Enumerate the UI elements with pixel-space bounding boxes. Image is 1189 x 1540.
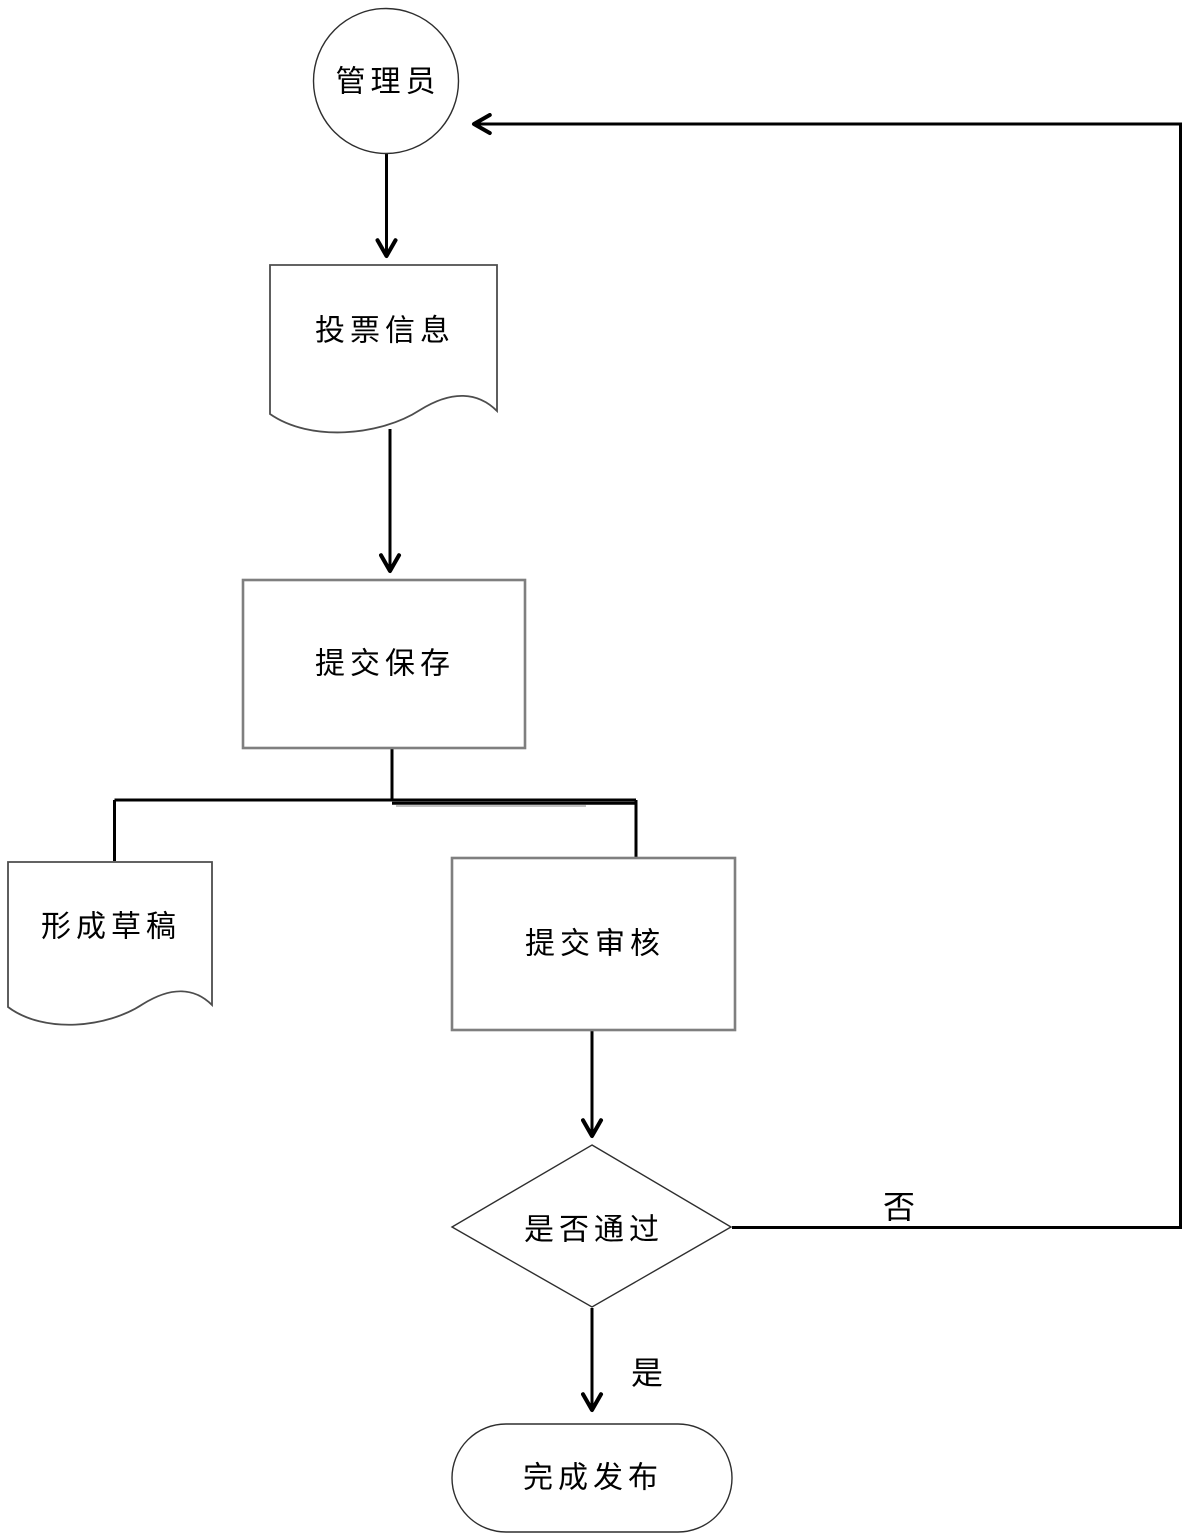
node-form-draft: 形成草稿 bbox=[7, 861, 213, 1026]
edge-label-no: 否 bbox=[883, 1189, 915, 1225]
node-submit-review: 提交审核 bbox=[450, 856, 737, 1032]
publish-complete-terminator-shape bbox=[451, 1423, 733, 1533]
form-draft-document-shape bbox=[7, 861, 213, 1026]
node-publish-complete: 完成发布 bbox=[451, 1423, 733, 1533]
node-vote-info: 投票信息 bbox=[269, 264, 498, 434]
admin-circle-shape bbox=[312, 7, 460, 155]
node-vote-info-label: 投票信息 bbox=[315, 315, 455, 348]
node-submit-review-label: 提交审核 bbox=[525, 928, 665, 961]
submit-save-rect-shape bbox=[241, 578, 527, 750]
edge-decision-no-loop bbox=[471, 112, 1182, 1229]
submit-review-rect-shape bbox=[450, 856, 737, 1032]
pass-decision-diamond-shape bbox=[450, 1144, 733, 1308]
node-admin: 管理员 bbox=[312, 7, 460, 155]
vote-info-document-shape bbox=[269, 264, 498, 434]
node-pass-decision-label: 是否通过 bbox=[524, 1214, 664, 1247]
node-admin-label: 管理员 bbox=[336, 66, 441, 99]
node-pass-decision: 是否通过 bbox=[450, 1144, 733, 1308]
node-publish-complete-label: 完成发布 bbox=[523, 1462, 663, 1495]
node-form-draft-label: 形成草稿 bbox=[41, 911, 181, 944]
edge-label-yes: 是 bbox=[631, 1355, 663, 1391]
node-submit-save: 提交保存 bbox=[241, 578, 527, 750]
node-submit-save-label: 提交保存 bbox=[315, 648, 455, 681]
